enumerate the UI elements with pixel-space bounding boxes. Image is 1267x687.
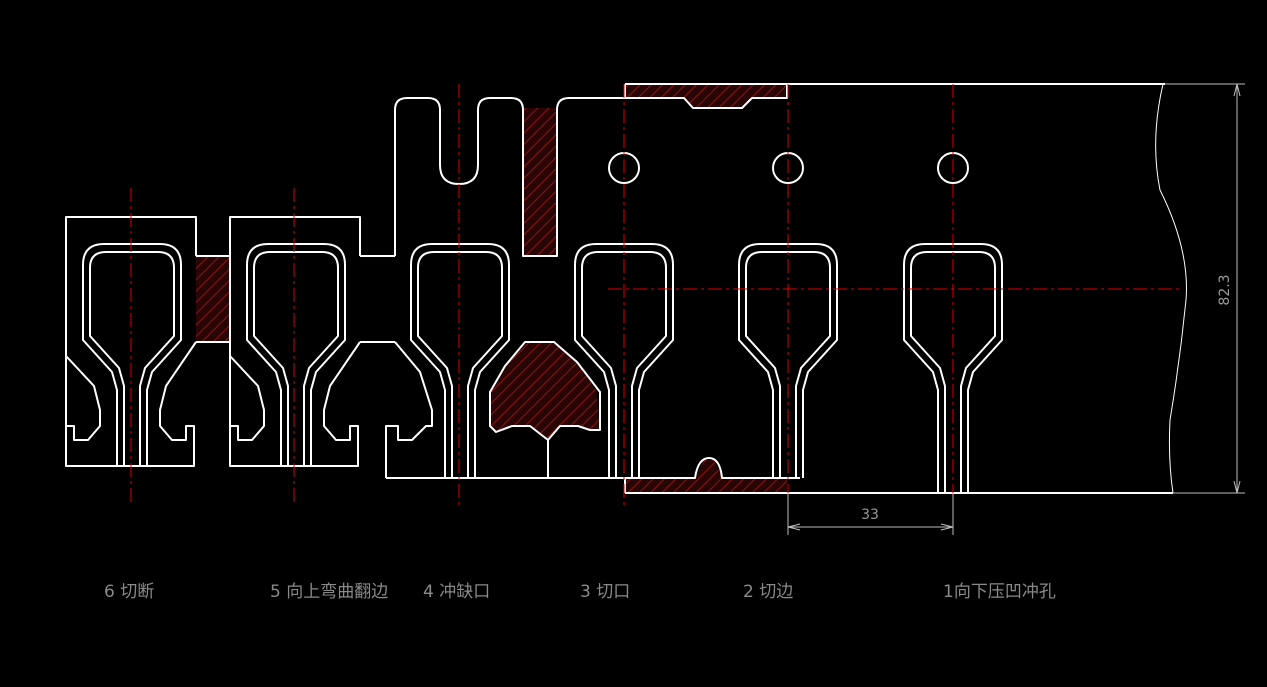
station4-part-inner xyxy=(417,251,503,478)
dim-pitch-value: 33 xyxy=(861,507,879,523)
station1-part-inner xyxy=(910,251,996,493)
notch-top xyxy=(625,84,788,109)
scrap-bridge-6-5 xyxy=(196,256,230,342)
break-line xyxy=(1155,83,1187,494)
station-label-3: 3 切口 xyxy=(580,582,630,602)
station-labels: 6 切断 5 向上弯曲翻边 4 冲缺口 3 切口 2 切边 1向下压凹冲孔 xyxy=(104,582,1056,602)
dim-height-value: 82.3 xyxy=(1217,274,1233,305)
dim-arrow-up xyxy=(1233,83,1241,97)
dim-arrow-left xyxy=(787,523,801,531)
dim-arrow-down xyxy=(1233,480,1241,494)
station-label-5: 5 向上弯曲翻边 xyxy=(270,582,388,602)
scrap-arrow-slug xyxy=(490,342,600,440)
station5-hooks xyxy=(229,341,361,467)
part-shapes xyxy=(65,243,1003,493)
strip-bottom-notch xyxy=(625,457,800,479)
station6-hooks xyxy=(65,341,197,467)
scrap-regions xyxy=(196,84,787,493)
station-label-4: 4 冲缺口 xyxy=(423,582,490,602)
station5-top xyxy=(229,216,361,342)
station-label-1: 1向下压凹冲孔 xyxy=(943,582,1056,602)
station-label-2: 2 切边 xyxy=(743,582,793,602)
station-label-6: 6 切断 xyxy=(104,582,154,602)
scrap-bottom-edge xyxy=(625,460,787,493)
station4-slot-outline xyxy=(394,97,558,257)
station1-part-outer xyxy=(903,243,1003,493)
station2-part-outer xyxy=(738,243,838,478)
dim-arrow-right xyxy=(940,523,954,531)
scrap-top-notch xyxy=(625,84,787,108)
station5-part-inner xyxy=(253,251,339,466)
station4-part-left xyxy=(385,243,446,478)
station5-part-outer xyxy=(246,243,346,466)
strip-top-edge-step xyxy=(556,84,626,111)
station6-part-outer xyxy=(82,243,182,466)
dimensions: 82.3 33 xyxy=(787,83,1245,535)
scrap-vertical-strip xyxy=(523,108,557,256)
centerlines xyxy=(130,84,1182,505)
station3-part-outer xyxy=(574,243,674,478)
station2-part-inner xyxy=(745,251,831,478)
station6-part-inner xyxy=(89,251,175,466)
station3-part-inner xyxy=(581,251,667,478)
